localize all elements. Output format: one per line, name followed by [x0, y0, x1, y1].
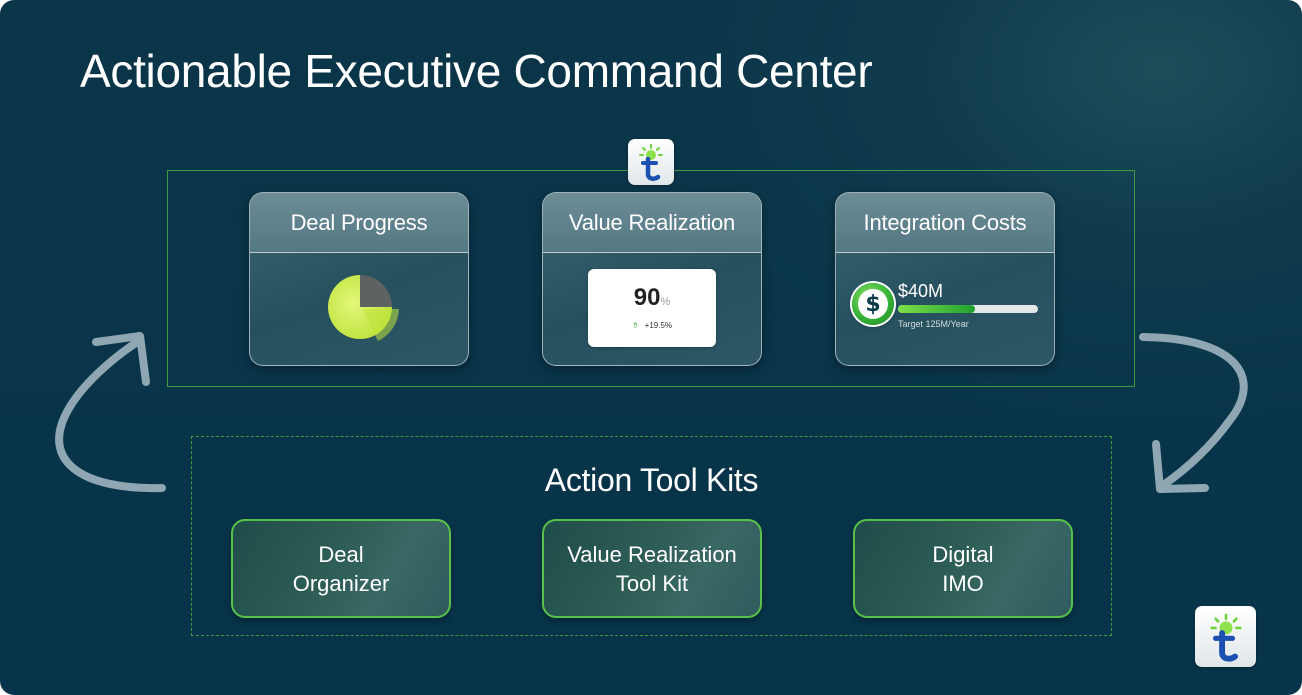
value-realization-card[interactable]: Value Realization 90% ⇮+19.5%: [542, 192, 762, 366]
card-title: Value Realization: [543, 193, 761, 253]
trend-up-icon: ⇮: [631, 321, 639, 330]
kpi-unit: %: [660, 296, 671, 308]
button-label-line1: Value Realization: [567, 541, 737, 567]
cost-progress-fill: [898, 305, 975, 313]
deal-progress-card[interactable]: Deal Progress: [249, 192, 469, 366]
button-label-line2: IMO: [942, 570, 984, 596]
page-title: Actionable Executive Command Center: [80, 45, 873, 97]
dollar-coin-icon: $: [852, 283, 894, 325]
toolkits-panel: [191, 436, 1112, 636]
cost-value: $40M: [898, 281, 944, 301]
button-label-line2: Tool Kit: [615, 570, 689, 596]
pie-slice-highlight: [362, 309, 399, 341]
logo-icon: [628, 139, 674, 185]
card-title: Integration Costs: [836, 193, 1054, 253]
integration-costs-card[interactable]: Integration Costs $ $40M Target 125M/Yea…: [835, 192, 1055, 366]
kpi-tile: 90% ⇮+19.5%: [588, 269, 716, 347]
toolkits-title: Action Tool Kits: [544, 462, 759, 498]
footer-logo-icon: [1195, 606, 1256, 667]
cost-target: Target 125M/Year: [898, 319, 969, 329]
kpi-value: 90%: [633, 284, 671, 311]
button-label-line2: Organizer: [292, 570, 390, 596]
cost-progress-bar: [898, 305, 1038, 313]
pie-slice-remaining: [360, 275, 392, 307]
deal-progress-pie-chart: [328, 275, 399, 341]
button-label-line1: Digital: [932, 541, 994, 567]
left-cycle-arrow-icon: [55, 332, 166, 493]
button-label-line1: Deal: [318, 541, 364, 567]
card-title: Deal Progress: [250, 193, 468, 253]
right-cycle-arrow-icon: [1139, 333, 1248, 493]
kpi-change: ⇮+19.5%: [631, 321, 673, 330]
